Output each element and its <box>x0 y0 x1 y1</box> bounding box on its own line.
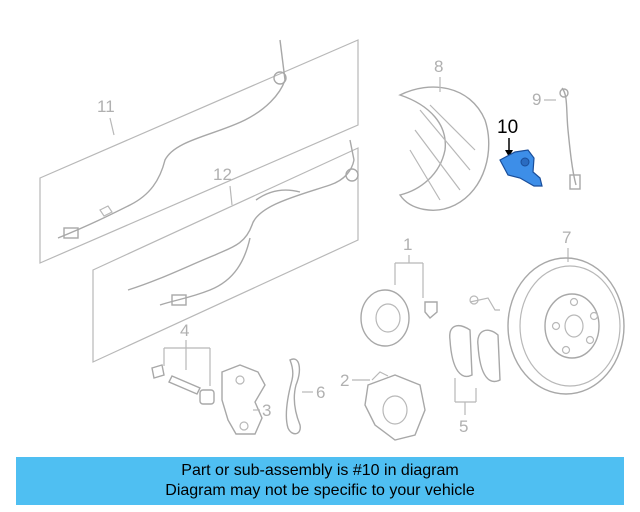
banner-line-2: Diagram may not be specific to your vehi… <box>165 482 475 499</box>
part-8-brake-shield: 8 <box>398 57 490 211</box>
part-7-brake-rotor: 7 <box>507 228 625 395</box>
label-4: 4 <box>180 321 189 340</box>
label-12: 12 <box>213 165 232 184</box>
label-7: 7 <box>562 228 571 247</box>
label-5: 5 <box>459 417 468 436</box>
part-6-brake-clip: 6 <box>285 358 325 435</box>
part-9-sensor-wire: 9 <box>532 87 581 190</box>
label-3: 3 <box>262 401 271 420</box>
part-12-wiring-harness: 12 <box>92 139 359 363</box>
abs-sensor-highlight <box>499 149 543 187</box>
part-2-brake-caliper: 2 <box>340 371 426 441</box>
part-4-bolts: 4 <box>151 321 215 405</box>
label-11: 11 <box>97 97 115 116</box>
label-1: 1 <box>403 235 412 254</box>
banner-line-1: Part or sub-assembly is #10 in diagram <box>181 462 459 479</box>
part-11-wiring-harness: 11 <box>39 39 359 264</box>
part-5-brake-pads: 5 <box>449 295 501 436</box>
label-6: 6 <box>316 383 325 402</box>
label-10: 10 <box>497 117 518 138</box>
part-3-caliper-bracket: 3 <box>221 364 271 435</box>
label-9: 9 <box>532 90 541 109</box>
label-8: 8 <box>434 57 443 76</box>
part-10-abs-sensor: 10 <box>497 117 543 187</box>
parts-diagram: 11 12 8 9 10 7 <box>39 39 625 441</box>
label-2: 2 <box>340 371 349 390</box>
info-banner: Part or sub-assembly is #10 in diagram D… <box>16 457 624 505</box>
part-1-wheel-hub: 1 <box>360 235 438 347</box>
